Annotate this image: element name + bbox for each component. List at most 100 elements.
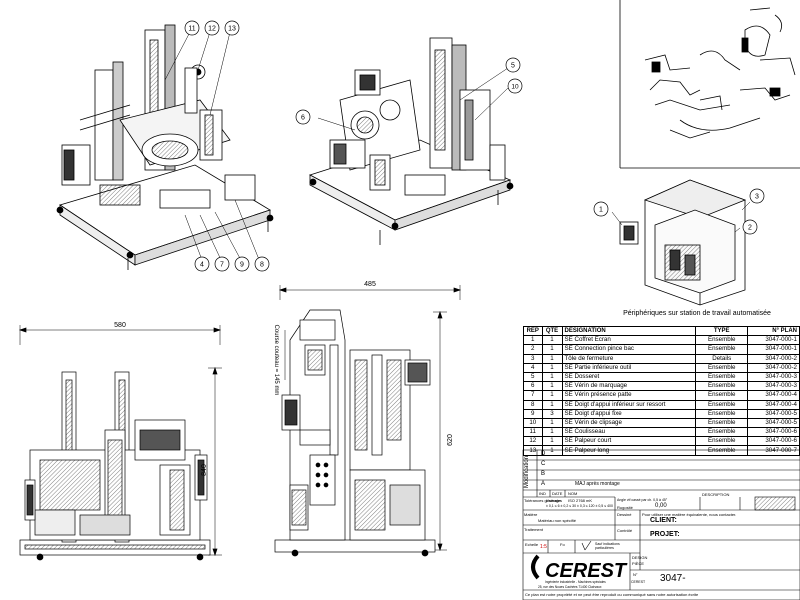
bom-cell-designation: SE Palpeur court bbox=[561, 436, 697, 447]
svg-text:3: 3 bbox=[755, 194, 759, 201]
bom-cell-rep: 13 bbox=[523, 445, 543, 456]
svg-text:2: 2 bbox=[748, 225, 752, 232]
isometric-view-left bbox=[56, 24, 274, 270]
rugosite-value: 0,00 bbox=[655, 503, 667, 509]
svg-text:7: 7 bbox=[220, 262, 224, 269]
bom-cell-type: Ensemble bbox=[695, 381, 748, 392]
usinage-label: Usinage bbox=[546, 498, 561, 503]
bom-header-rep: REP bbox=[523, 325, 543, 337]
bom-cell-type: Ensemble bbox=[695, 362, 748, 373]
controle-label: Contrôlé bbox=[617, 528, 633, 533]
bom-header-designation: DESIGNATION bbox=[561, 325, 697, 337]
bom-cell-plan: 3047-000-2 bbox=[747, 362, 800, 373]
svg-text:8: 8 bbox=[260, 262, 264, 269]
side-view bbox=[274, 285, 462, 557]
bom-cell-type: Ensemble bbox=[695, 335, 748, 346]
bom-cell-designation: SE Connection pince bac bbox=[561, 344, 697, 355]
bom-cell-designation: SE Doigt d'appui inférieur sur ressort bbox=[561, 399, 697, 410]
numero-label: N° bbox=[633, 572, 638, 577]
course-annotation: Course couteau = 145 mm bbox=[273, 325, 279, 396]
bom-cell-qte: 1 bbox=[541, 353, 563, 364]
bom-cell-plan: 3047-000-1 bbox=[747, 335, 800, 346]
svg-text:5: 5 bbox=[511, 63, 515, 70]
bom-cell-rep: 7 bbox=[523, 390, 543, 401]
callout-8 bbox=[254, 256, 270, 272]
materiau-note: Matériau non spécifié bbox=[538, 518, 577, 523]
bom-cell-plan: 3047-000-3 bbox=[747, 371, 800, 383]
rugosite-label: Rugosité bbox=[617, 505, 633, 510]
bom-cell-type: Ensemble bbox=[695, 417, 748, 429]
usinage-standard: ISO 2768 mK bbox=[568, 498, 593, 503]
bom-cell-qte: 1 bbox=[541, 427, 563, 438]
plan-number: 3047- bbox=[660, 573, 686, 584]
bom-cell-type: Ensemble bbox=[695, 427, 748, 438]
bom-cell-rep: 4 bbox=[523, 362, 543, 373]
client-label: CLIENT: bbox=[650, 517, 677, 524]
dessine-label: Dessiné bbox=[617, 512, 632, 517]
angle-note: Angle vif cassé par ch. 0,5 à 45° bbox=[617, 498, 668, 502]
matiere-label: Matière bbox=[524, 512, 538, 517]
bom-cell-qte: 1 bbox=[541, 390, 563, 401]
sauf-indication: Sauf indications particulières bbox=[595, 542, 620, 550]
svg-text:10: 10 bbox=[511, 84, 519, 91]
bom-cell-plan: 3047-000-6 bbox=[747, 427, 800, 438]
rev-header-ind: IND bbox=[539, 491, 546, 496]
rev-letter-a: A bbox=[541, 481, 546, 487]
bom-cell-rep: 3 bbox=[523, 353, 543, 364]
echelle-label: Echelle bbox=[525, 542, 539, 547]
bom-cell-plan: 3047-000-4 bbox=[747, 390, 800, 401]
callouts-peripheral: 1 3 2 bbox=[593, 188, 765, 235]
bom-cell-designation: SE Dosseret bbox=[561, 371, 697, 383]
svg-text:13: 13 bbox=[228, 26, 236, 33]
matiere-note: Pour utiliser une matière équivalente, n… bbox=[642, 512, 737, 517]
callout-4 bbox=[194, 256, 210, 272]
callout-9 bbox=[234, 256, 250, 272]
callouts-view-2: 6 5 10 bbox=[295, 57, 523, 125]
svg-text:11: 11 bbox=[188, 26, 195, 33]
bom-cell-qte: 1 bbox=[541, 399, 563, 410]
bom-cell-plan: 3047-000-5 bbox=[747, 408, 800, 419]
bom-cell-rep: 12 bbox=[523, 436, 543, 447]
callout-1-peripheral bbox=[593, 201, 609, 217]
callout-2-peripheral bbox=[742, 219, 758, 235]
bom-cell-designation: SE Vérin de marquage bbox=[561, 381, 697, 392]
bom-cell-type: Details bbox=[695, 353, 748, 364]
bom-header-plan: N° PLAN bbox=[747, 325, 800, 337]
description-label: DESCRIPTION bbox=[702, 492, 730, 497]
isometric-view-right bbox=[308, 37, 514, 245]
bom-cell-plan: 3047-000-3 bbox=[747, 381, 800, 392]
bom-cell-plan: 3047-000-6 bbox=[747, 436, 800, 447]
bom-cell-designation: SE Coffret Ecran bbox=[561, 335, 697, 346]
svg-text:4: 4 bbox=[200, 262, 204, 269]
rev-header-date: DATE bbox=[552, 491, 563, 496]
callout-11 bbox=[184, 20, 200, 36]
bom-cell-rep: 6 bbox=[523, 381, 543, 392]
front-width-dimension: 580 bbox=[114, 322, 126, 329]
bom-cell-qte: 1 bbox=[541, 436, 563, 447]
design-label: DESIGN bbox=[632, 555, 648, 560]
bom-cell-type: Ensemble bbox=[695, 371, 748, 383]
detail-frame bbox=[619, 0, 800, 169]
svg-text:6: 6 bbox=[301, 115, 305, 122]
bom-cell-type: Ensemble bbox=[695, 436, 748, 447]
bom-cell-designation: Tôle de fermeture bbox=[561, 353, 697, 364]
echelle-value: 1:5 bbox=[540, 544, 547, 550]
company-address: 25, rue des Noues Cachées 71400 Clairvau… bbox=[538, 585, 602, 589]
format-label: Fo bbox=[560, 542, 565, 547]
bom-cell-plan: 3047-000-1 bbox=[747, 344, 800, 355]
bom-cell-qte: 1 bbox=[541, 344, 563, 355]
bom-cell-rep: 1 bbox=[523, 335, 543, 346]
projet-label: PROJET: bbox=[650, 531, 680, 538]
bom-cell-type: Ensemble bbox=[695, 399, 748, 410]
svg-text:12: 12 bbox=[208, 26, 216, 33]
